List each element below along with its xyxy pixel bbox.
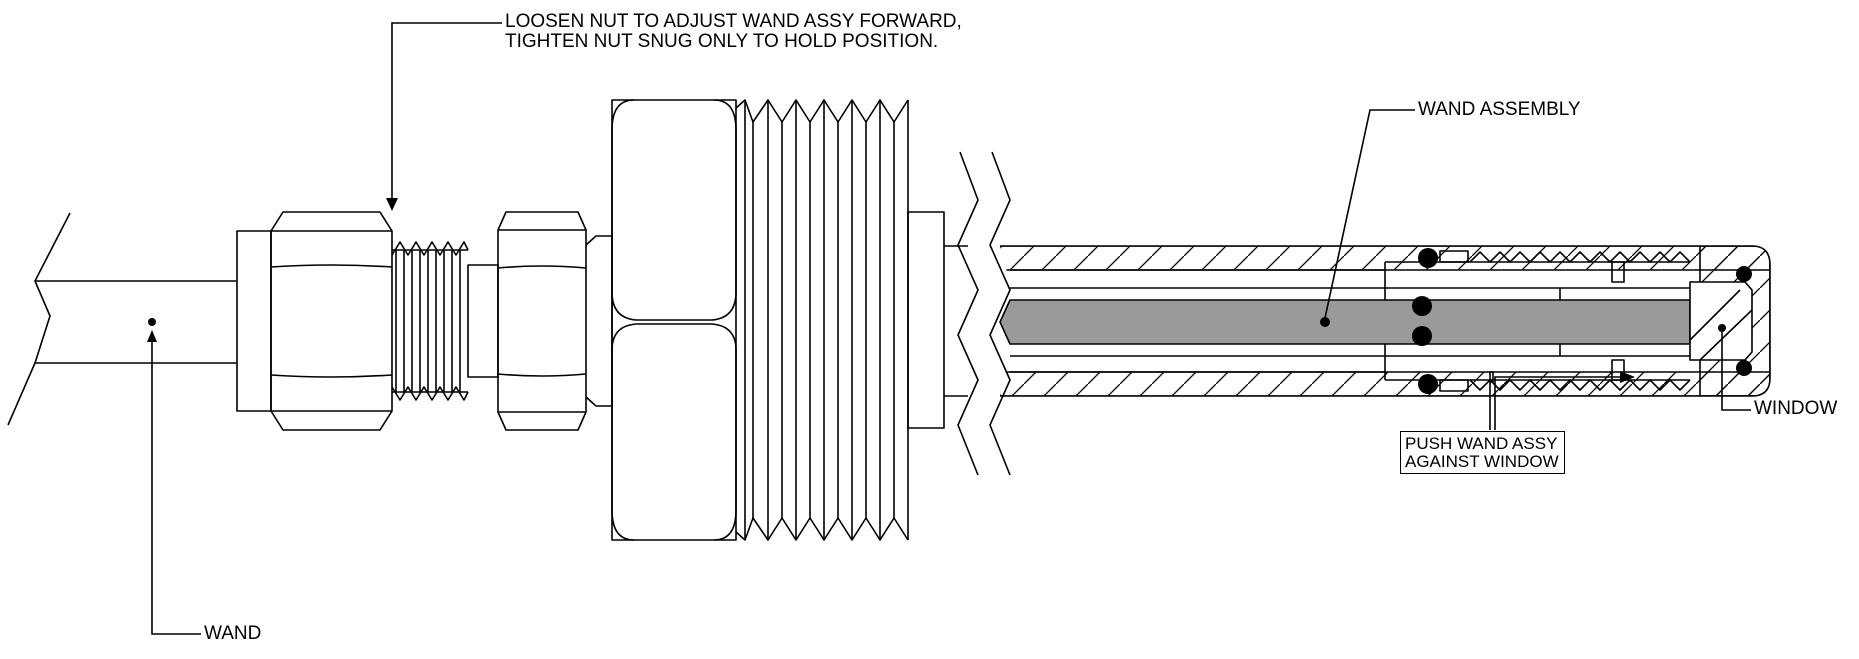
label-loosen-nut: LOOSEN NUT TO ADJUST WAND ASSY FORWARD, <box>505 11 962 32</box>
o-rings <box>1412 248 1752 394</box>
label-window: WINDOW <box>1754 398 1838 419</box>
window <box>1689 281 1753 361</box>
sleeve-section <box>1000 245 1771 397</box>
leader-window <box>1721 332 1751 411</box>
leader-dots <box>148 317 1726 332</box>
arrowheads <box>147 198 1635 383</box>
label-push-wand-line1: PUSH WAND ASSY <box>1405 434 1558 453</box>
leader-loosen-nut <box>391 22 502 200</box>
wand-tube <box>35 280 237 364</box>
large-hex-nut <box>611 99 737 541</box>
wand-assembly-insert <box>999 287 1691 357</box>
label-wand: WAND <box>204 623 262 644</box>
large-thread-section <box>735 99 909 541</box>
label-push-wand-line2: AGAINST WINDOW <box>1405 451 1559 471</box>
break-symbol-right <box>957 151 1011 476</box>
small-thread-section <box>391 241 499 401</box>
label-push-wand-box: PUSH WAND ASSY AGAINST WINDOW <box>1400 431 1565 474</box>
shank <box>907 211 968 429</box>
compression-nut <box>236 211 393 431</box>
leader-wand <box>151 340 201 635</box>
wand-break-symbol <box>7 212 71 426</box>
leader-push-wand <box>1489 371 1494 430</box>
label-wand-assembly: WAND ASSEMBLY <box>1418 99 1581 120</box>
body-hex <box>497 211 613 431</box>
leader-wand-assembly <box>1324 109 1415 319</box>
label-tighten-nut: TIGHTEN NUT SNUG ONLY TO HOLD POSITION. <box>505 31 939 52</box>
